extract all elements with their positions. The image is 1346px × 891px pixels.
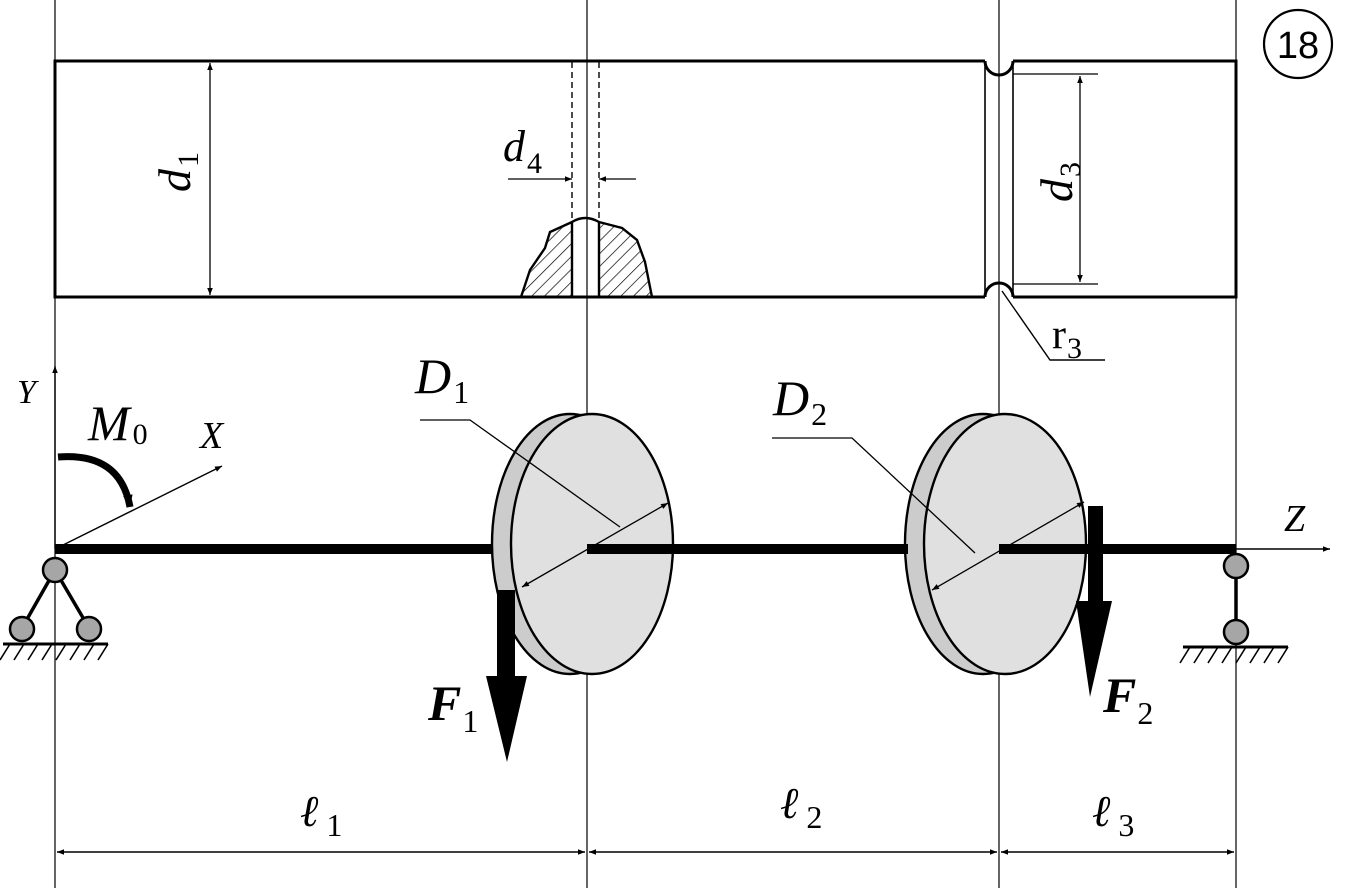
radial-hole-section (519, 62, 654, 299)
d4-label: d4 (503, 122, 542, 180)
force-1-arrow (486, 590, 527, 762)
r3-label: r3 (1052, 312, 1082, 365)
moment-arrow (57, 453, 134, 508)
d3-dimension (1013, 73, 1098, 285)
pulley-2-label: D2 (772, 370, 827, 432)
d3-label: d3 (1031, 162, 1087, 202)
left-support (0, 556, 109, 661)
force-1-label: F1 (427, 675, 478, 739)
extension-lines (54, 0, 1237, 888)
axis-y-label: Y (17, 374, 39, 411)
force-2-arrow (1076, 506, 1112, 697)
axis-z-label: Z (1284, 498, 1306, 540)
pulley-1-diameter (521, 502, 669, 588)
r3-leader (1001, 290, 1105, 361)
groove-lines (984, 61, 1014, 297)
figure-number-badge: 18 (1262, 8, 1334, 80)
pulley-2-diameter (931, 501, 1085, 591)
d1-label: d1 (149, 152, 205, 192)
figure-number: 18 (1277, 25, 1319, 67)
axis-x-label: X (198, 415, 225, 457)
pulley-1-label: D1 (414, 348, 469, 410)
force-2-label: F2 (1102, 667, 1153, 731)
axis-x (54, 465, 223, 550)
d2-pulley-leader (772, 437, 976, 554)
d1-pulley-leader (420, 419, 621, 528)
right-support (1179, 552, 1289, 664)
